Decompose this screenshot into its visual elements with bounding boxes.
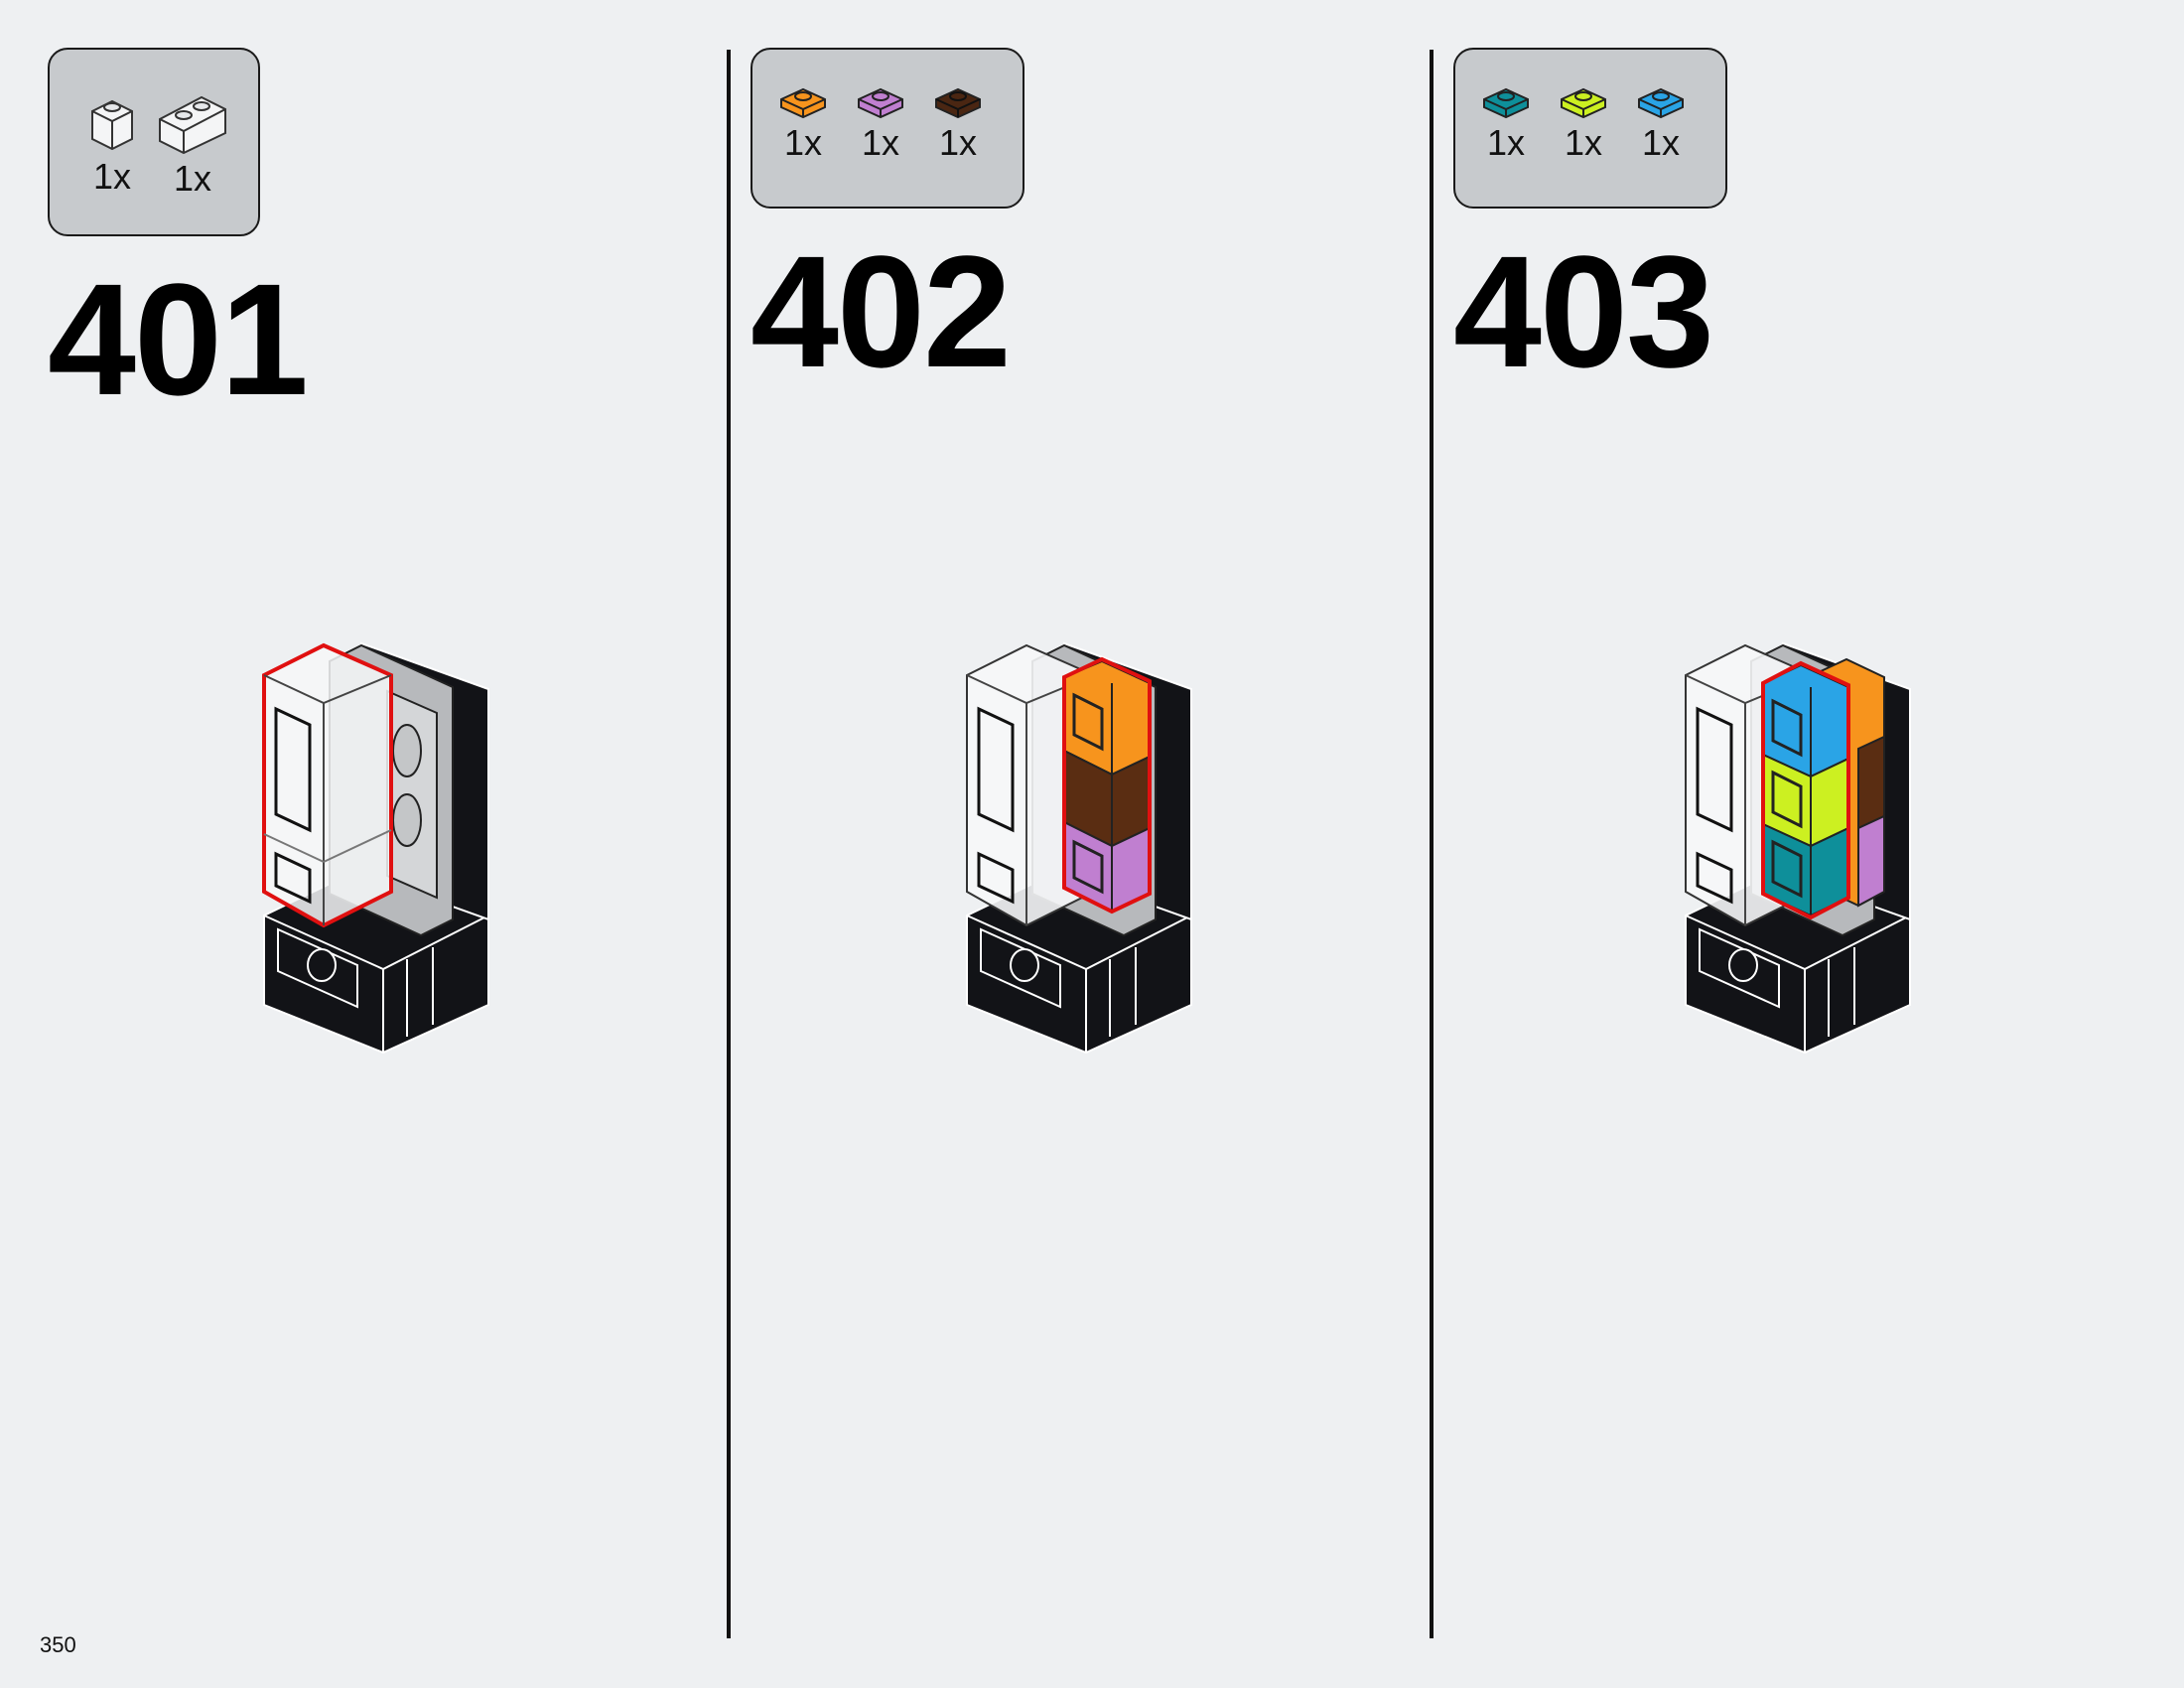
build-model-step-402 (966, 641, 1192, 1055)
brown-plate-1x1-icon (935, 87, 981, 119)
part-item: 1x (1545, 81, 1622, 161)
parts-list-box: 1x 1x (48, 48, 260, 236)
panel-divider (1430, 50, 1433, 1638)
step-number: 403 (1453, 222, 1714, 400)
part-quantity: 1x (1564, 122, 1603, 163)
build-model-step-403 (1685, 641, 1911, 1055)
part-item: 1x (1467, 81, 1545, 161)
part-quantity: 1x (938, 122, 978, 163)
parts-list-box: 1x 1x 1x (751, 48, 1024, 209)
step-number: 401 (48, 250, 309, 428)
build-model-step-401 (262, 641, 489, 1055)
part-item: 1x (764, 81, 842, 161)
part-quantity: 1x (783, 122, 823, 163)
orange-plate-1x1-icon (780, 87, 826, 119)
transparent-brick-1x2-icon (159, 95, 226, 155)
part-quantity: 1x (1641, 122, 1681, 163)
page-number: 350 (40, 1632, 76, 1657)
step-number: 402 (751, 222, 1012, 400)
part-quantity: 1x (173, 158, 212, 199)
step-panel-403: 1x 1x 1x 403 (1433, 0, 2184, 1688)
parts-list-box: 1x 1x 1x (1453, 48, 1727, 209)
part-item: 1x (1622, 81, 1700, 161)
step-panel-402: 1x 1x 1x 402 (731, 0, 1430, 1688)
transparent-brick-1x1-icon (91, 99, 133, 151)
panel-divider (727, 50, 731, 1638)
lavender-plate-1x1-icon (858, 87, 903, 119)
part-item: 1x (919, 81, 997, 161)
teal-plate-1x1-icon (1483, 87, 1529, 119)
part-quantity: 1x (1486, 122, 1526, 163)
part-quantity: 1x (92, 156, 132, 197)
part-item: 1x (149, 89, 236, 197)
lime-plate-1x1-icon (1561, 87, 1606, 119)
step-panel-401: 1x 1x 401 (0, 0, 727, 1688)
part-item: 1x (73, 93, 151, 195)
part-quantity: 1x (861, 122, 900, 163)
part-item: 1x (842, 81, 919, 161)
sky-blue-plate-1x1-icon (1638, 87, 1684, 119)
